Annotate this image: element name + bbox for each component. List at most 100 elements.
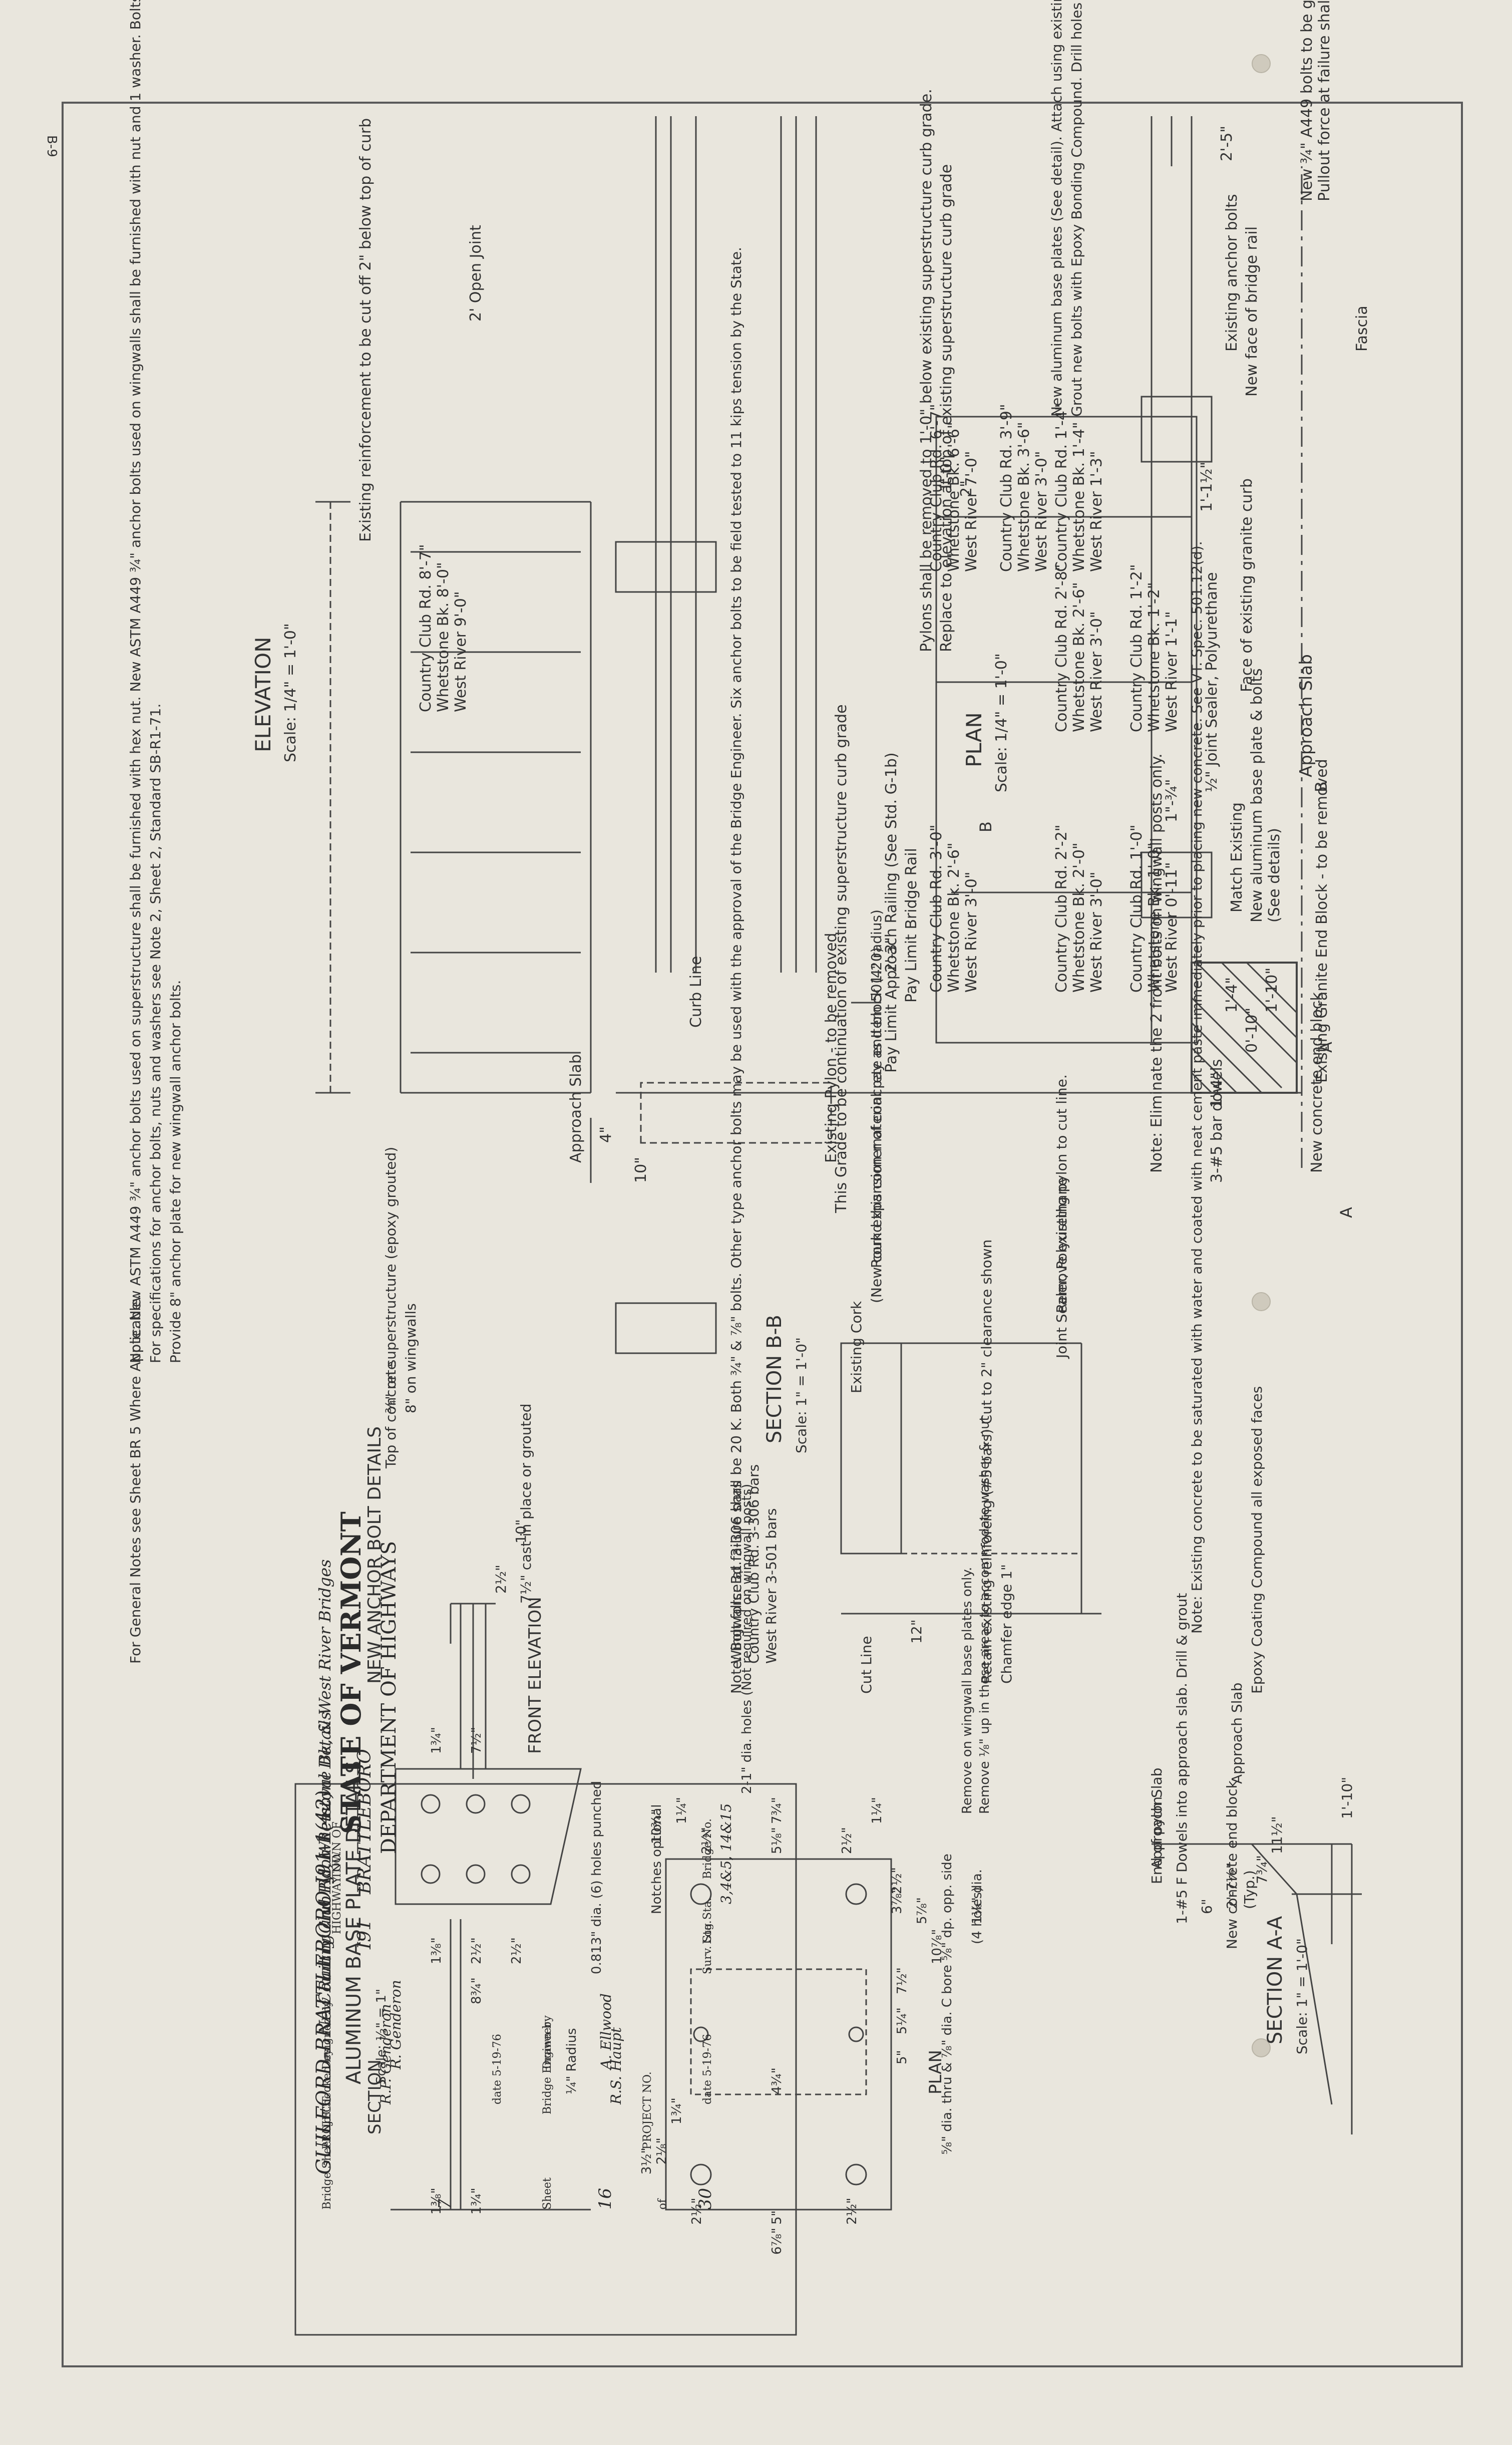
svg-text:Approach Slab: Approach Slab — [567, 1054, 585, 1163]
svg-text:1'-10": 1'-10" — [1339, 1777, 1355, 1819]
svg-text:PROJECT NO.: PROJECT NO. — [641, 2071, 654, 2150]
svg-text:5⅛": 5⅛" — [770, 1827, 785, 1854]
svg-text:Existing anchor bolts: Existing anchor bolts — [1223, 194, 1241, 352]
plan-title: PLAN — [962, 712, 986, 767]
svg-text:2½": 2½" — [493, 1565, 509, 1594]
svg-text:Country Club Rd. 2'-8": Country Club Rd. 2'-8" — [1053, 564, 1070, 732]
svg-text:Top of concrete: Top of concrete — [383, 1361, 399, 1469]
title-block: STATE OF VERMONT DEPARTMENT OF HIGHWAYS … — [294, 1511, 797, 2336]
svg-text:2½": 2½" — [689, 2198, 704, 2225]
punch-hole-1 — [1252, 54, 1271, 73]
svg-text:1'-0": 1'-0" — [938, 456, 955, 492]
svg-text:Designed by: Designed by — [321, 2000, 333, 2069]
punch-hole-3 — [1252, 2038, 1271, 2057]
svg-text:7½": 7½" — [895, 1967, 910, 1994]
base-plate-detail — [391, 1768, 892, 2211]
svg-text:Country Club Rd. 6'-7": Country Club Rd. 6'-7" — [928, 404, 945, 572]
svg-text:West River 1'-1": West River 1'-1" — [1163, 611, 1181, 732]
base-plate-title: ALUMINUM BASE PLATE DETAILS — [342, 1761, 365, 2084]
svg-text:Pylons shall be removed to 1'-: Pylons shall be removed to 1'-0" below e… — [918, 89, 935, 652]
tb-drawn: A. Ellwood — [598, 1993, 614, 2071]
svg-text:West River 3'-0": West River 3'-0" — [1088, 611, 1105, 732]
svg-text:New aluminum base plates (See: New aluminum base plates (See detail). A… — [1048, 0, 1065, 417]
plan-view — [615, 116, 1303, 1354]
svg-text:4": 4" — [597, 1126, 615, 1143]
svg-text:2-1" dia. holes (Not required: 2-1" dia. holes (Not required on wingwal… — [739, 1484, 754, 1794]
svg-text:Epoxy Coating Compound all exp: Epoxy Coating Compound all exposed faces — [1249, 1386, 1265, 1694]
svg-text:5": 5" — [770, 2210, 785, 2225]
svg-text:Country Club Rd. 8'-7": Country Club Rd. 8'-7" — [417, 544, 435, 712]
svg-text:Provide 8" anchor plate for ne: Provide 8" anchor plate for new wingwall… — [167, 980, 184, 1363]
svg-text:1¾": 1¾" — [669, 2097, 684, 2124]
svg-text:A: A — [1317, 1042, 1336, 1053]
svg-text:2½": 2½" — [469, 1937, 484, 1964]
svg-text:Curb Line: Curb Line — [687, 956, 705, 1028]
svg-text:7½" cast in place or grouted: 7½" cast in place or grouted — [518, 1404, 534, 1604]
wing-notes: Wingwalls: Bd. 3-306 bars Country Club R… — [728, 247, 780, 1694]
svg-text:1¼": 1¼" — [870, 1797, 885, 1824]
svg-text:Wingwalls: Bd. 3-306 bars: Wingwalls: Bd. 3-306 bars — [728, 1481, 744, 1664]
svg-text:2½": 2½" — [509, 1937, 524, 1964]
svg-text:West River 7'-0": West River 7'-0" — [963, 451, 980, 572]
svg-text:date 5-19-76: date 5-19-76 — [701, 2034, 714, 2104]
svg-text:Whetstone Bk. 3'-6": Whetstone Bk. 3'-6" — [1015, 422, 1033, 572]
svg-text:1¾": 1¾" — [469, 2188, 484, 2215]
section-aa-notes: Epoxy Coating Compound all exposed faces… — [1149, 541, 1355, 2054]
svg-text:7¾": 7¾" — [1254, 1855, 1270, 1884]
svg-text:Retain existing reinforcing (#: Retain existing reinforcing (#5 bars) Cu… — [978, 1240, 995, 1684]
svg-text:Joint Sealer, Polyurethane: Joint Sealer, Polyurethane — [1053, 1177, 1070, 1359]
svg-text:½" Joint Sealer, Polyurethane: ½" Joint Sealer, Polyurethane — [1203, 572, 1221, 792]
svg-text:Existing Granite End Block - t: Existing Granite End Block - to be remov… — [1313, 759, 1331, 1083]
svg-text:Whetstone Bk. 2'-0": Whetstone Bk. 2'-0" — [1070, 842, 1088, 993]
plan-scale: Scale: 1/4" = 1'-0" — [993, 653, 1010, 792]
svg-text:3-#5 bar dowels: 3-#5 bar dowels — [1208, 1059, 1226, 1183]
svg-text:3½": 3½" — [639, 2148, 654, 2175]
table-5: Country Club Rd. 1'-0" Whetstone Bk. 1'-… — [1128, 824, 1181, 993]
svg-text:Whetstone Bk. 1'-0": Whetstone Bk. 1'-0" — [1146, 842, 1163, 993]
svg-text:Country Club Rd. 2'-2": Country Club Rd. 2'-2" — [1053, 824, 1070, 993]
svg-text:West River 3-501 bars: West River 3-501 bars — [763, 1508, 780, 1664]
svg-text:2½": 2½" — [845, 2198, 860, 2225]
tb-dept: DEPARTMENT OF HIGHWAYS — [377, 1541, 401, 1854]
svg-text:1'-4": 1'-4" — [1223, 977, 1241, 1013]
tb-checked: R.P. Genderon — [377, 2004, 394, 2105]
tb-highway: I91 — [354, 1919, 375, 1950]
svg-text:of: of — [656, 2198, 669, 2210]
svg-text:11½": 11½" — [1269, 1816, 1285, 1854]
svg-text:Remove on wingwall base plates: Remove on wingwall base plates only. — [960, 1567, 975, 1814]
svg-text:1"-¾": 1"-¾" — [1163, 779, 1181, 822]
svg-text:6": 6" — [1199, 1899, 1215, 1914]
svg-text:West River 9'-0": West River 9'-0" — [452, 591, 470, 712]
plan-tables: Country Club Rd. 1'-4" Whetstone Bk. 1'-… — [928, 404, 1181, 993]
svg-text:Bridge Sheet No.: Bridge Sheet No. — [321, 2113, 333, 2210]
svg-text:Existing Cork: Existing Cork — [848, 1301, 865, 1393]
svg-text:Checked by: Checked by — [321, 2049, 333, 2114]
svg-text:Round this corner of concrete: Round this corner of concrete end block … — [868, 909, 885, 1268]
svg-text:Log Sta.: Log Sta. — [701, 1898, 714, 1944]
base-plate-notes: Remove on wingwall base plates only. Rem… — [342, 1416, 992, 2255]
svg-text:12": 12" — [908, 1619, 925, 1644]
svg-text:10⅞": 10⅞" — [930, 1929, 945, 1964]
svg-text:Surv. Sta.: Surv. Sta. — [701, 1920, 714, 1974]
svg-text:Approach Slab: Approach Slab — [1149, 1768, 1165, 1869]
tb-project: GUILFORD-BRATTLEBORO I91-1(42) — [312, 1790, 335, 2175]
svg-text:Pay Limit Approach Railing (Se: Pay Limit Approach Railing (See Std. G-1… — [883, 752, 900, 1073]
svg-text:2": 2" — [958, 480, 975, 497]
rotated-content: Country Club Rd. 1'-4" Whetstone Bk. 1'-… — [127, 0, 1371, 2336]
svg-text:Country Club Rd. 1'-2": Country Club Rd. 1'-2" — [1128, 564, 1146, 732]
svg-text:(Typ.): (Typ.) — [1241, 1870, 1258, 1909]
svg-text:B: B — [1312, 781, 1331, 792]
svg-text:Replace to elevation at top of: Replace to elevation at top of existing … — [938, 164, 955, 652]
svg-text:1⅜": 1⅜" — [429, 2188, 444, 2215]
svg-text:Whetstone Bk. 1'-4": Whetstone Bk. 1'-4" — [1070, 422, 1088, 572]
elevation-view — [315, 501, 592, 1183]
elevation-notes: Existing reinforcement to be cut off 2" … — [251, 118, 470, 762]
svg-text:5¼": 5¼" — [895, 2007, 910, 2034]
svg-text:Remove existing pylon to cut l: Remove existing pylon to cut line. — [1053, 1074, 1070, 1313]
svg-text:New face of bridge rail: New face of bridge rail — [1243, 226, 1261, 397]
svg-text:Note: New ASTM A449 ¾" anchor: Note: New ASTM A449 ¾" anchor bolts used… — [127, 0, 144, 1363]
section-aa-scale: Scale: 1" = 1'-0" — [1294, 1938, 1310, 2054]
svg-text:2⅛": 2⅛" — [654, 2137, 669, 2165]
svg-text:Sheet: Sheet — [541, 2178, 554, 2210]
